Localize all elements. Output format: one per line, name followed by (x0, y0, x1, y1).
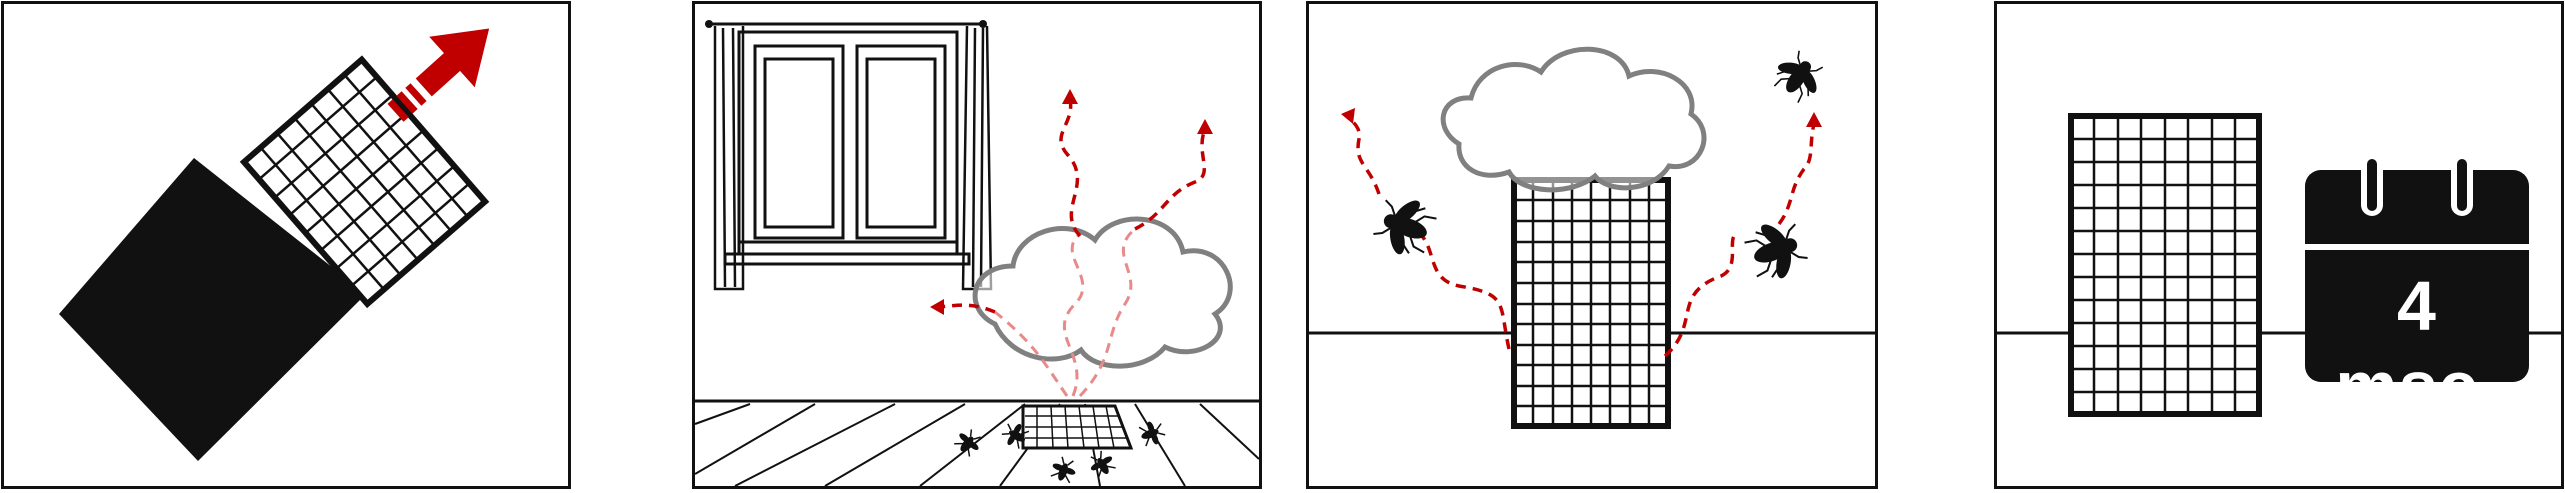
panel-duration-illustration (1997, 113, 2561, 417)
sticky-grid-icon (1511, 177, 1671, 429)
window-icon (723, 30, 971, 266)
panel-attract-flies (1306, 1, 1878, 489)
floor-trap-icon (1021, 404, 1134, 450)
sticky-grid-icon (239, 55, 490, 309)
pull-arrow-icon (387, 28, 490, 122)
calendar-duration-label: 4 msc. (2335, 267, 2499, 425)
scent-cloud-icon (1440, 46, 1707, 193)
trap-package-icon (59, 158, 366, 461)
calendar-icon (2305, 154, 2529, 382)
panel-open-package (1, 1, 571, 489)
panel-room-lure (692, 1, 1262, 489)
panel-open-package-illustration (59, 28, 490, 461)
panel-duration: 4 msc. (1994, 1, 2564, 489)
scent-cloud-icon (972, 216, 1233, 369)
panel-attract-flies-illustration (1309, 43, 1875, 429)
sticky-grid-icon (2068, 113, 2262, 417)
panel-room-lure-illustration (695, 20, 1259, 486)
